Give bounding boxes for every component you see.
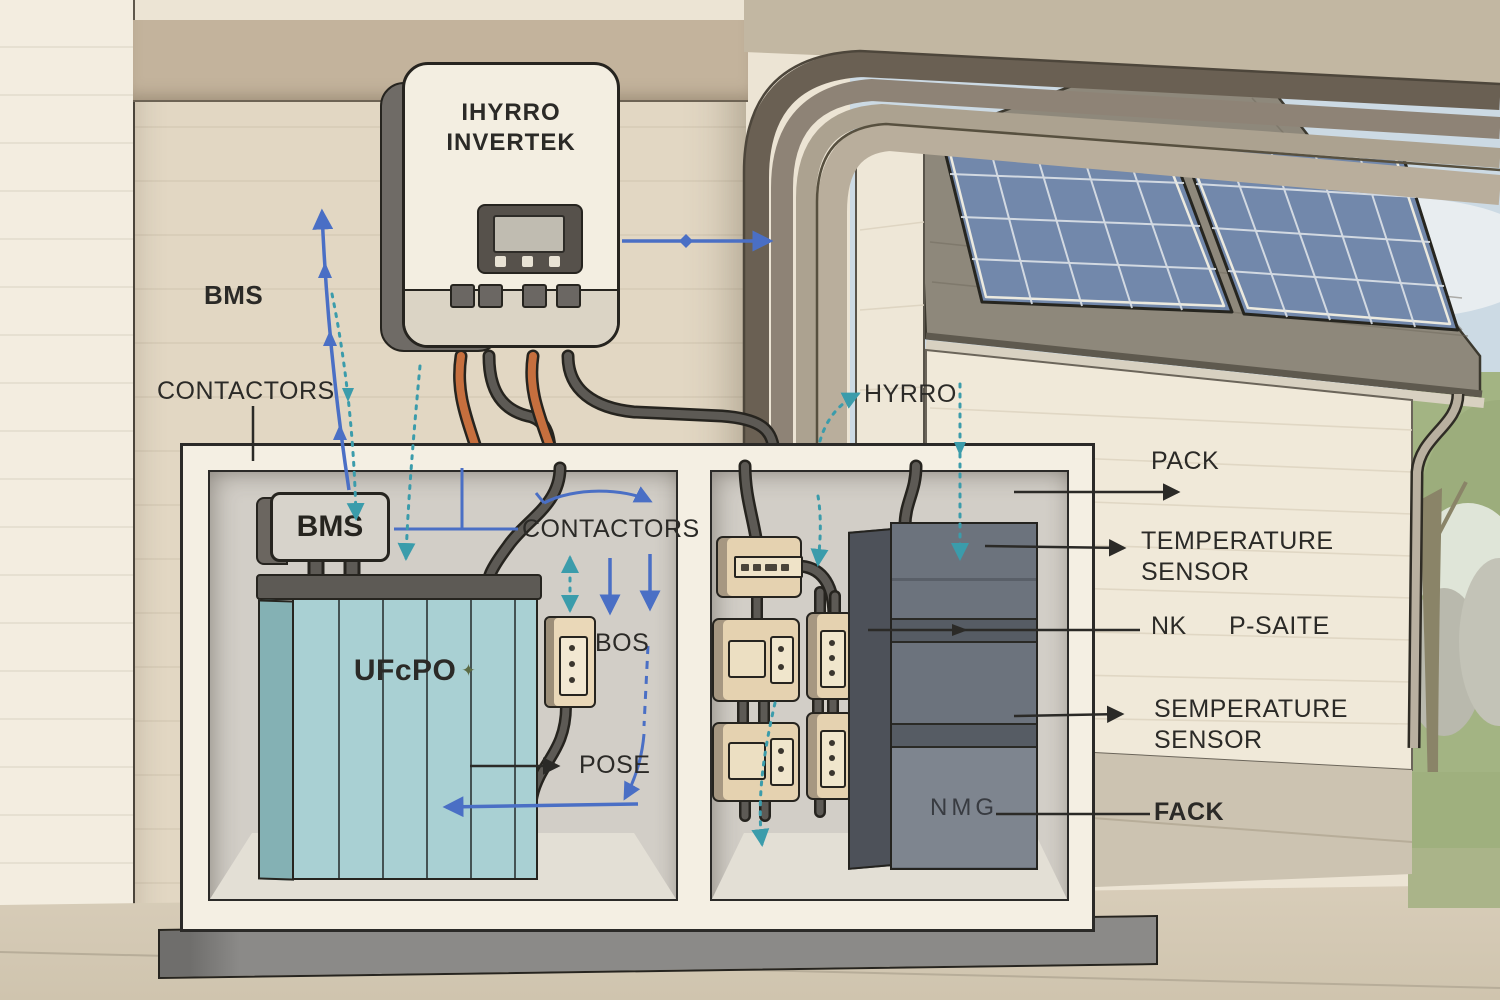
bos-device [544, 616, 596, 708]
inverter-button [522, 256, 533, 267]
label-p-saite: P-SAITE [1229, 612, 1330, 640]
panel-grid [949, 132, 1445, 328]
nmg-label: NMG [930, 793, 998, 821]
label-contactors-cabinet: CONTACTORS [522, 515, 700, 543]
nmg-module: NMG [892, 748, 1036, 867]
label-pack: PACK [1151, 447, 1220, 475]
gutter [925, 332, 1483, 398]
label-pose: POSE [579, 751, 651, 779]
label-bms-wall: BMS [204, 280, 264, 310]
battery-label: UFcPO✦ [353, 654, 477, 687]
trees [1400, 372, 1500, 908]
cable-gland [522, 284, 547, 308]
label-nk: NK [1151, 612, 1187, 640]
inverter-label-line2: INVERTEK [446, 129, 576, 156]
bms-box: BMS [270, 492, 390, 562]
inverter-button [549, 256, 560, 267]
left-wall [0, 0, 135, 1000]
label-fack: FACK [1154, 798, 1225, 826]
inverter-display [477, 204, 583, 274]
contactor-display [734, 556, 803, 578]
label-bos: BOS [595, 629, 650, 657]
inverter-button [495, 256, 506, 267]
label-semperature-sensor: SEMPERATURE SENSOR [1154, 695, 1348, 754]
beam-top [744, 0, 1500, 84]
label-contactors-wall: CONTACTORS [157, 377, 335, 405]
battery-tower: NMG [890, 522, 1038, 870]
contactor-box [712, 618, 800, 702]
door-frame [742, 49, 1500, 446]
battery-pack [292, 598, 538, 880]
blue-flow-arrows [312, 208, 774, 818]
contactor-box [712, 722, 800, 802]
inverter-bottom-band [405, 289, 617, 345]
inverter-label: IHYRRO INVERTEK [402, 98, 620, 158]
contactor-box [716, 536, 803, 598]
inverter-label-line1: IHYRRO [461, 99, 561, 126]
label-temperature-sensor: TEMPERATURE SENSOR [1141, 527, 1334, 586]
inverter-screen [493, 215, 565, 253]
cable-gray [564, 352, 778, 460]
cable-gland [450, 284, 475, 308]
tree-trunk [1420, 488, 1442, 792]
sparkle-icon: ✦ [461, 661, 477, 680]
label-leader-lines [251, 406, 1181, 816]
cable-gland [478, 284, 503, 308]
soffit [925, 340, 1485, 408]
cable-gland [556, 284, 581, 308]
relay-box [806, 612, 854, 700]
label-hyrro: HYRRO [864, 380, 957, 408]
